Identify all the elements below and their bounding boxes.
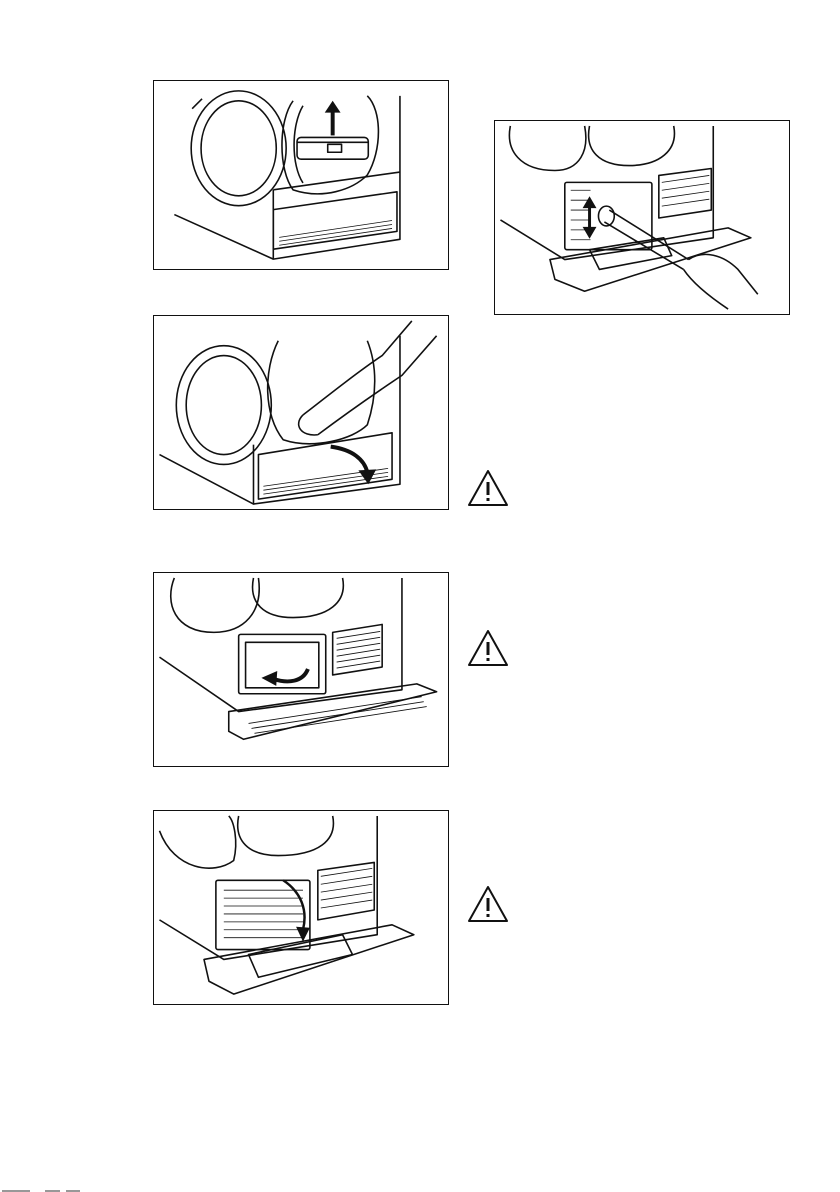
footer-mark <box>0 1186 90 1192</box>
warning-triangle-icon <box>466 628 510 668</box>
dryer-vacuum-drawing <box>495 121 789 314</box>
dryer-unlock-drawing <box>154 573 448 766</box>
warning-triangle-icon <box>466 468 510 508</box>
illustration-remove-filter <box>153 80 449 270</box>
warning-triangle-icon <box>466 884 510 924</box>
dryer-plinth-open-drawing <box>154 316 448 509</box>
illustration-unlock-cover <box>153 572 449 767</box>
dryer-filter-removal-drawing <box>154 81 448 269</box>
dryer-lower-cover-drawing <box>154 811 448 1004</box>
illustration-open-plinth <box>153 315 449 510</box>
illustration-lower-cover <box>153 810 449 1005</box>
illustration-vacuum-clean <box>494 120 790 315</box>
